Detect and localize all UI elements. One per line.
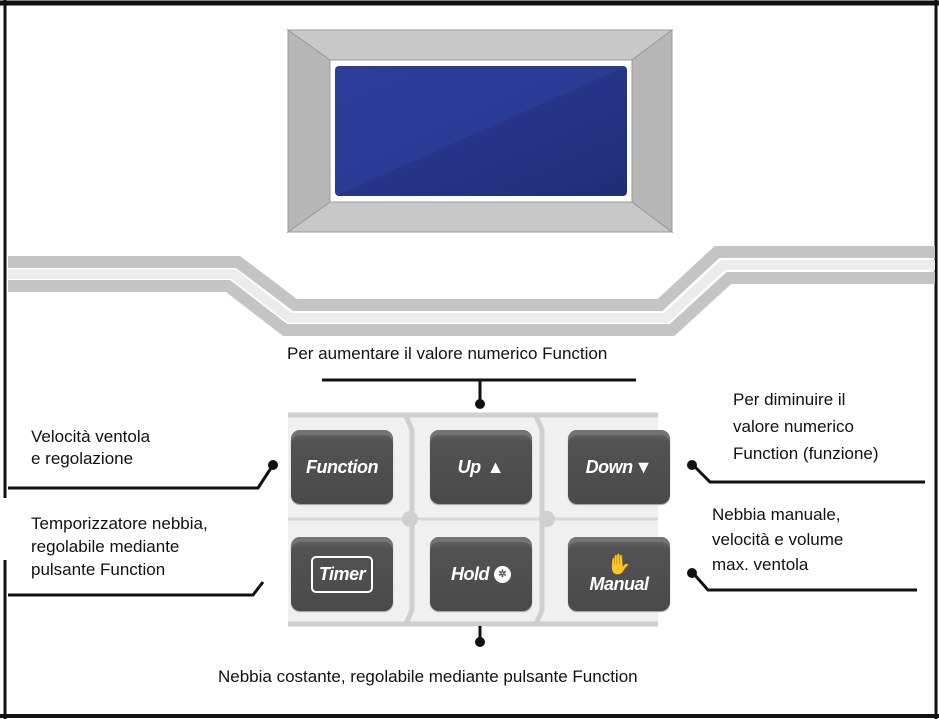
function-description-line-1: Velocità ventola	[31, 427, 151, 446]
timer-description-line-2: regolabile mediante	[31, 537, 180, 556]
ribbon-band	[8, 246, 935, 336]
timer-description-line-1: Temporizzatore nebbia,	[31, 514, 208, 533]
timer-button-label: Timer	[310, 555, 374, 593]
hand-icon: ✋	[606, 553, 632, 576]
callout-lines	[8, 378, 925, 642]
manual-button-label: Manual	[589, 573, 649, 594]
mist-dot-icon: ✲	[494, 565, 511, 583]
timer-description-line-3: pulsante Function	[31, 560, 166, 579]
down-button[interactable]: Down ▼	[568, 430, 670, 504]
function-button-label: Function	[306, 456, 378, 477]
up-triangle-icon: ▲	[486, 456, 505, 477]
function-button[interactable]: Function	[291, 430, 393, 504]
down-description-line-3: Function (funzione)	[733, 444, 879, 463]
timer-button[interactable]: Timer	[291, 537, 393, 611]
hold-button-label: Hold	[451, 563, 490, 584]
callout-dots	[268, 399, 697, 647]
up-description: Per aumentare il valore numerico Functio…	[287, 344, 608, 363]
manual-button[interactable]: ✋ Manual	[568, 537, 670, 611]
display-bezel	[286, 29, 674, 233]
hold-description: Nebbia costante, regolabile mediante pul…	[218, 667, 638, 686]
down-description-line-1: Per diminuire il	[733, 390, 846, 409]
function-description-line-2: e regolazione	[31, 449, 134, 468]
down-triangle-icon: ▼	[634, 456, 653, 477]
up-button-label: Up	[457, 456, 482, 477]
down-button-label: Down	[585, 456, 634, 477]
down-description-line-2: valore numerico	[733, 417, 854, 436]
manual-description-line-2: velocità e volume	[712, 530, 844, 549]
manual-description-line-1: Nebbia manuale,	[712, 505, 841, 524]
hold-button[interactable]: Hold ✲	[430, 537, 532, 611]
manual-description-line-3: max. ventola	[712, 555, 809, 574]
up-button[interactable]: Up ▲	[430, 430, 532, 504]
lcd-screen	[335, 66, 627, 196]
